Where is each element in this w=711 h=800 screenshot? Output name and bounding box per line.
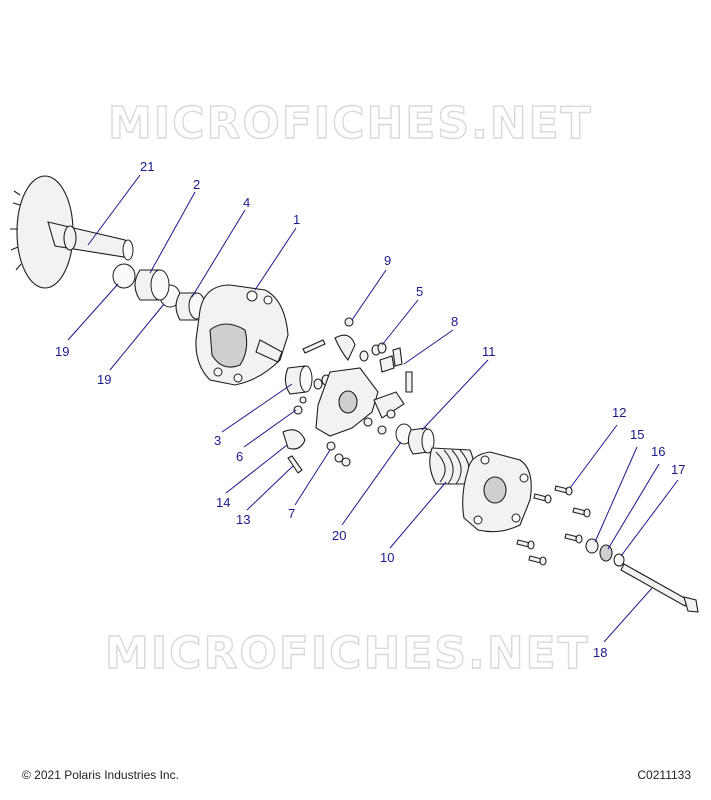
callout-18: 18 (593, 645, 607, 660)
drawing-code: C0211133 (637, 768, 691, 782)
callout-8: 8 (451, 314, 458, 329)
part-2-bushing (134, 269, 170, 301)
copyright-notice: © 2021 Polaris Industries Inc. (22, 768, 179, 782)
part-14-weight (282, 429, 306, 450)
callout-4: 4 (243, 195, 250, 210)
part-13-pin (287, 455, 303, 474)
callout-13: 13 (236, 512, 250, 527)
callout-3: 3 (214, 433, 221, 448)
callout-7: 7 (288, 506, 295, 521)
callout-6: 6 (236, 449, 243, 464)
watermark-top: MICROFICHES.NET (108, 98, 593, 149)
part-19-ring-a (112, 263, 136, 289)
callout-5: 5 (416, 284, 423, 299)
part-4-bushing (175, 292, 206, 321)
part-5-roller (359, 342, 387, 362)
callout-20: 20 (332, 528, 346, 543)
part-1-moveable-sheave (195, 284, 289, 386)
callout-labels: 21 2 4 1 9 5 8 11 19 19 3 6 14 13 7 20 1… (55, 159, 685, 660)
cover-plate (462, 451, 532, 533)
leader-lines (67, 174, 679, 643)
part-16-washer (599, 544, 613, 562)
part-12-bolts (516, 485, 591, 566)
part-8-roller (379, 347, 413, 393)
part-10-spring (429, 447, 475, 485)
part-11-bushing (407, 427, 435, 455)
part-15-spacer (585, 538, 599, 554)
roller-set-right (363, 409, 396, 435)
spider-hub (315, 367, 405, 437)
part-6-washer (293, 396, 307, 415)
weight-arm-upper (334, 334, 356, 362)
part-3-bushing (284, 365, 313, 395)
callout-9: 9 (384, 253, 391, 268)
part-18-long-bolt (620, 563, 699, 613)
watermark-bottom: MICROFICHES.NET (105, 628, 590, 679)
part-21-fixed-sheave (10, 175, 134, 289)
callout-19-b: 19 (97, 372, 111, 387)
callout-12: 12 (612, 405, 626, 420)
pin-upper (302, 339, 326, 354)
part-17-washer (613, 553, 625, 567)
callout-15: 15 (630, 427, 644, 442)
callout-10: 10 (380, 550, 394, 565)
part-9-screw (344, 317, 354, 327)
callout-16: 16 (651, 444, 665, 459)
callout-21: 21 (140, 159, 154, 174)
part-7-roller (326, 441, 351, 467)
callout-1: 1 (293, 212, 300, 227)
callout-11: 11 (482, 344, 496, 359)
callout-2: 2 (193, 177, 200, 192)
callout-19-a: 19 (55, 344, 69, 359)
callout-17: 17 (671, 462, 685, 477)
callout-14: 14 (216, 495, 230, 510)
